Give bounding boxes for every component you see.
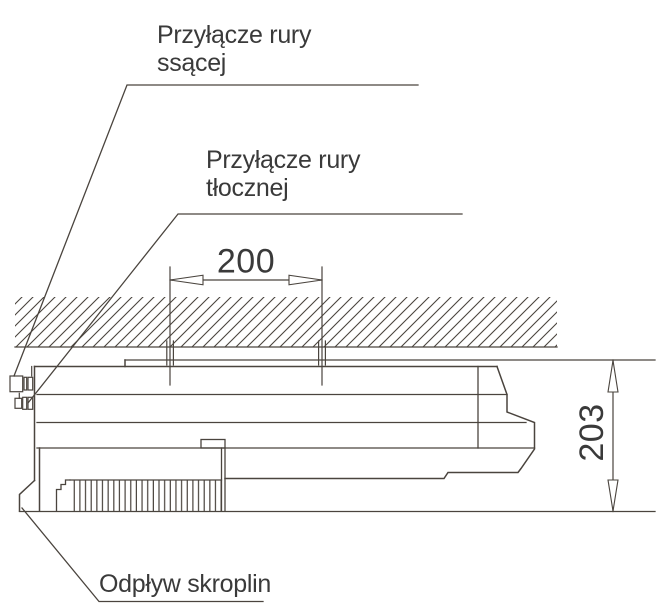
control-box bbox=[200, 438, 226, 449]
dim-203-text: 203 bbox=[573, 403, 611, 461]
suction-pipe-connection bbox=[9, 365, 34, 393]
label-suction-line1: Przyłącze rury bbox=[157, 21, 312, 49]
label-discharge-line1: Przyłącze rury bbox=[206, 146, 361, 174]
dim-200-arrow-right bbox=[288, 274, 323, 286]
leader-lines bbox=[13, 84, 463, 603]
dim-203-arrow-bottom bbox=[607, 479, 619, 512]
dim-200-text: 200 bbox=[217, 243, 275, 281]
unit-interior-lines bbox=[36, 365, 536, 449]
unit-right-profile bbox=[224, 365, 536, 480]
leader-drain bbox=[21, 507, 264, 603]
ceiling-pipe-left bbox=[166, 266, 174, 386]
ceiling-pipe-right bbox=[318, 266, 326, 386]
drain-spout bbox=[18, 479, 36, 512]
label-drain: Odpływ skroplin bbox=[99, 570, 271, 598]
dim-203-arrow-top bbox=[607, 360, 619, 393]
suspended-unit-outline bbox=[18, 359, 656, 513]
leader-suction bbox=[13, 84, 419, 377]
dim-200-arrow-left bbox=[169, 274, 204, 286]
dimension-200: 200 bbox=[169, 243, 323, 286]
label-discharge-line2: tłocznej bbox=[206, 174, 288, 202]
label-suction-line2: ssącej bbox=[157, 49, 226, 77]
labels: Przyłącze rury ssącej Przyłącze rury tło… bbox=[99, 21, 361, 598]
leader-discharge bbox=[27, 213, 463, 404]
ceiling-hatch bbox=[14, 297, 558, 348]
air-outlet-grille bbox=[55, 447, 226, 512]
dimension-203: 203 bbox=[573, 359, 619, 513]
